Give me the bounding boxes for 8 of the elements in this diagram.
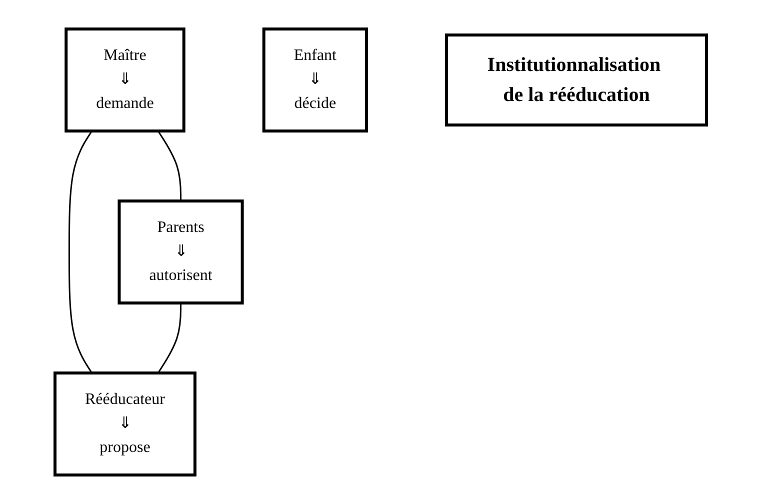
- node-box: Rééducateur ⇓ propose: [53, 372, 196, 476]
- connector: [157, 303, 182, 374]
- node-box: Enfant ⇓ décide: [262, 28, 368, 132]
- node-box: Parents ⇓ autorisent: [117, 200, 244, 304]
- connector: [68, 130, 92, 374]
- node-box: Maître ⇓ demande: [64, 28, 186, 132]
- connector: [157, 130, 182, 201]
- node-box: Institutionnalisation de la rééducation: [444, 34, 708, 126]
